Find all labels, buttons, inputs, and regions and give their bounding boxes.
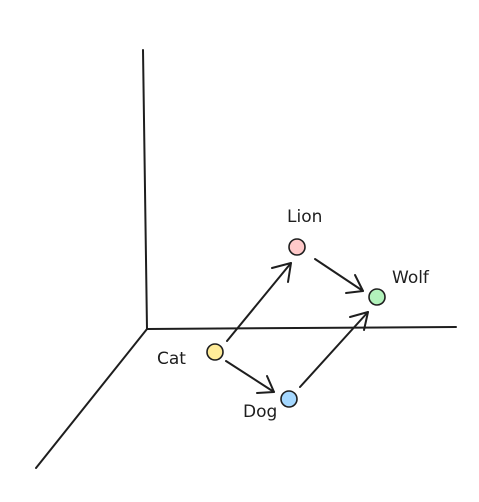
nodes: Cat Lion Dog Wolf xyxy=(157,207,430,422)
node-cat-dot xyxy=(206,343,224,361)
node-dog: Dog xyxy=(243,390,298,422)
edges xyxy=(225,258,369,394)
edge-lion-wolf xyxy=(314,258,364,294)
node-lion-dot xyxy=(288,238,306,256)
node-lion-label: Lion xyxy=(287,207,322,227)
node-cat: Cat xyxy=(157,343,224,369)
node-wolf-dot xyxy=(368,288,386,306)
node-wolf: Wolf xyxy=(368,268,430,306)
z-axis xyxy=(35,328,148,469)
edge-cat-lion xyxy=(226,262,292,342)
axes xyxy=(35,49,457,469)
node-dog-label: Dog xyxy=(243,402,277,422)
edge-cat-dog xyxy=(225,360,275,394)
node-cat-label: Cat xyxy=(157,349,186,369)
edge-dog-wolf xyxy=(299,311,369,388)
node-lion: Lion xyxy=(287,207,322,256)
x-axis xyxy=(146,326,457,330)
node-wolf-label: Wolf xyxy=(392,268,430,288)
node-dog-dot xyxy=(280,390,298,408)
y-axis xyxy=(142,49,148,330)
